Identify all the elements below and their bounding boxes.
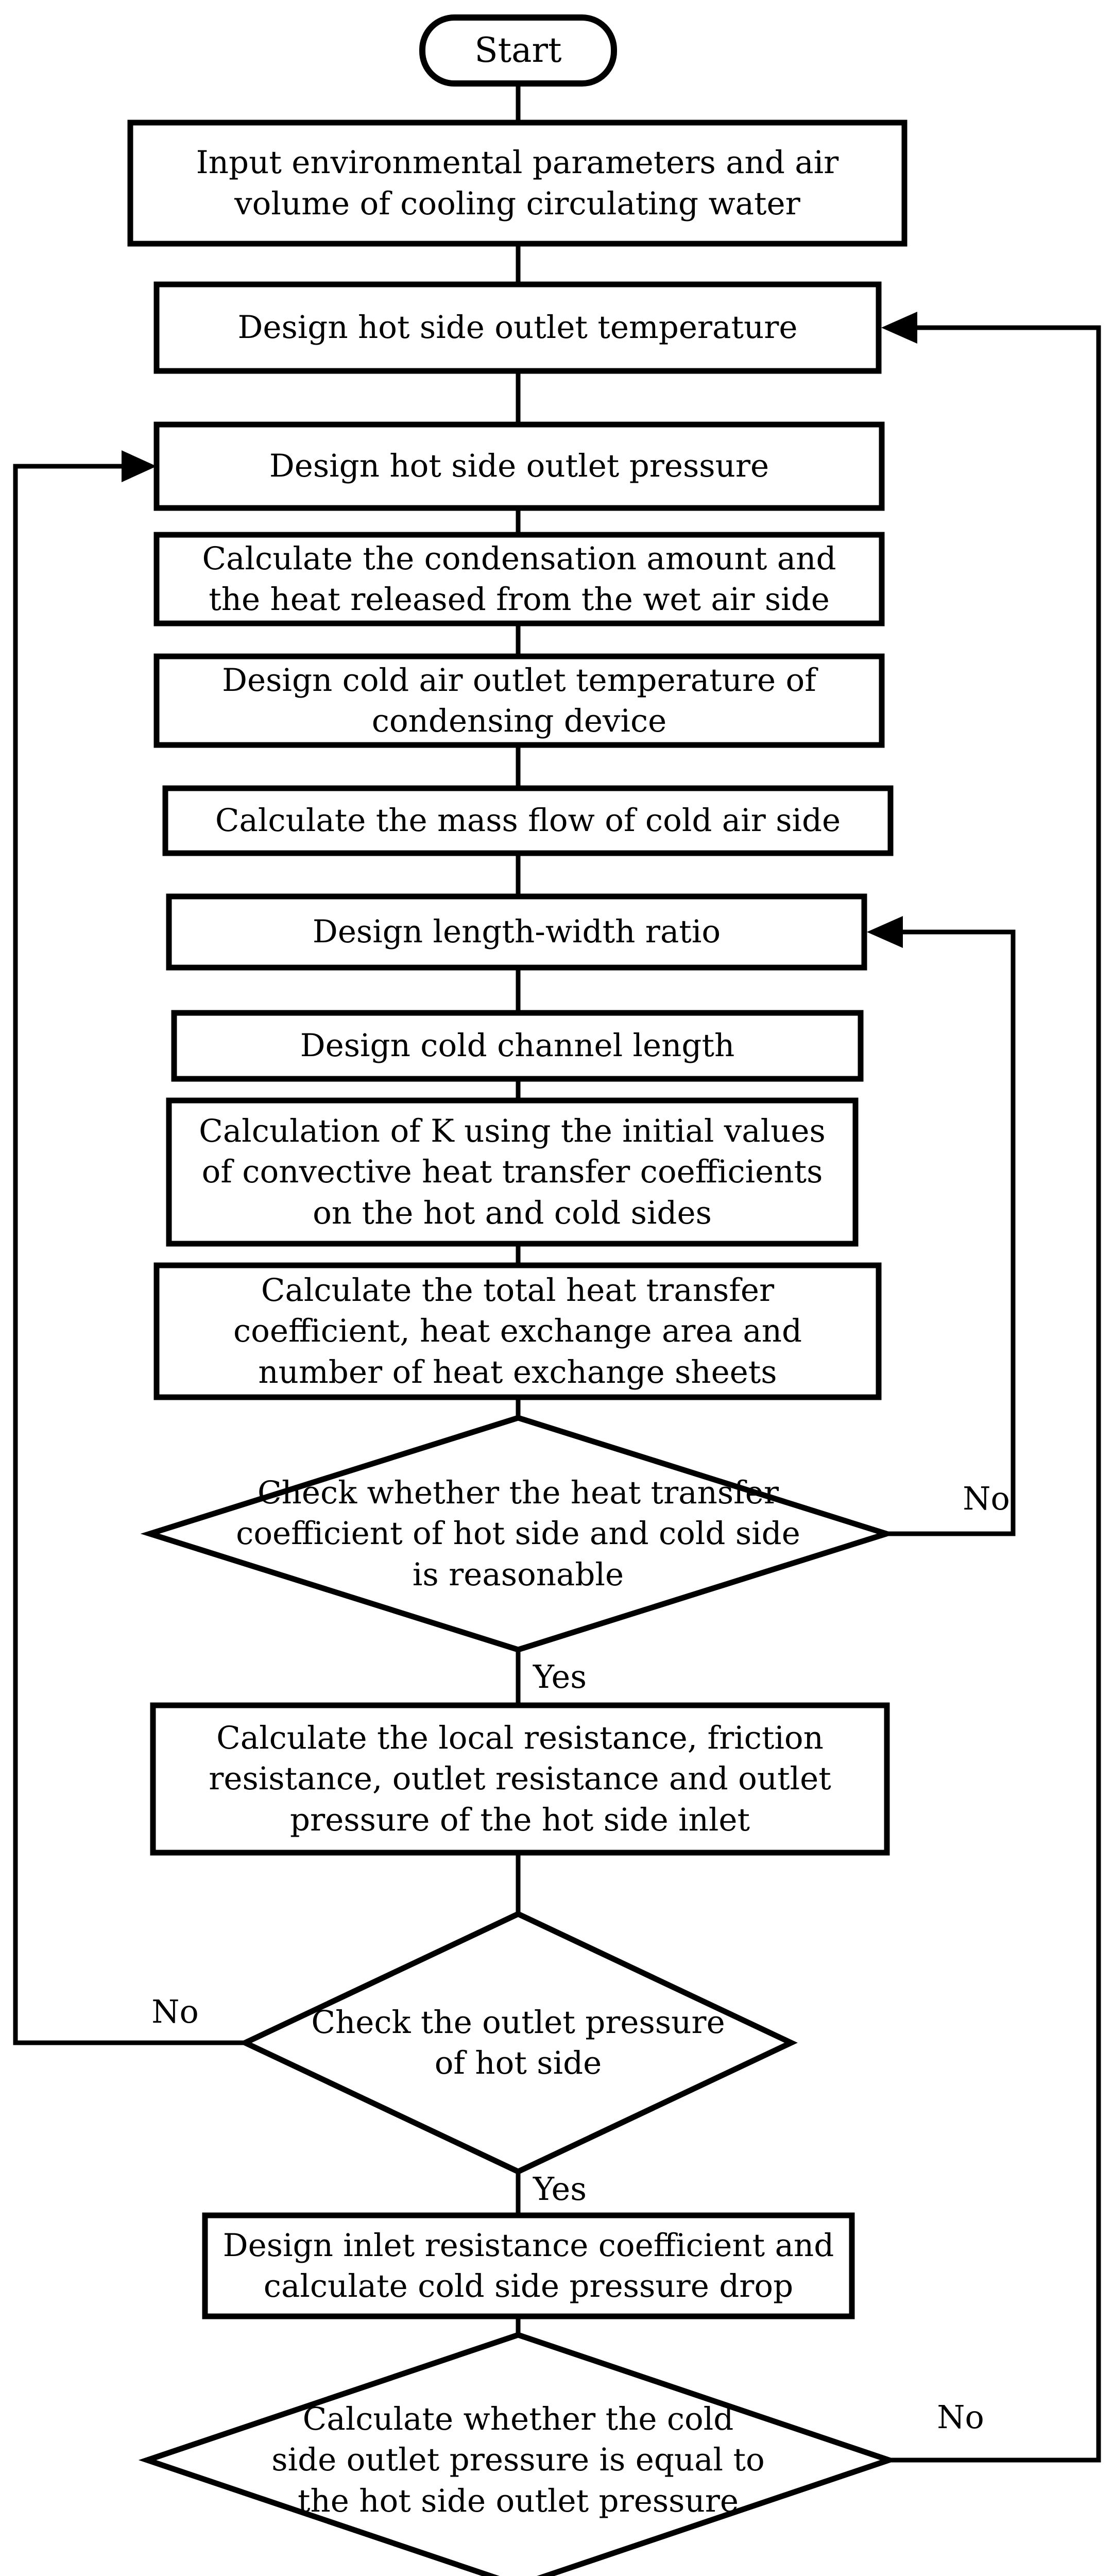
edge-label-no-heat-transfer: No <box>963 1479 1010 1517</box>
node-design-cold-air-outlet-temperature-label: Design cold air outlet temperature of co… <box>222 662 816 739</box>
start-terminator-shape <box>419 14 617 87</box>
arrowhead-into-ratio-box <box>867 916 903 948</box>
decision-check-outlet-pressure-hot-side-label: Check the outlet pressure of hot side <box>311 2004 725 2081</box>
node-calculate-condensation-label: Calculate the condensation amount and th… <box>202 540 836 618</box>
process-box-design-cold-channel-length <box>171 1010 864 1082</box>
node-calculate-mass-flow-label: Calculate the mass flow of cold air side <box>215 802 841 839</box>
node-calculate-total-heat-transfer-label: Calculate the total heat transfer coeffi… <box>233 1272 802 1391</box>
loop-decision2-no-to-pressure <box>13 464 245 2045</box>
process-box-calculate-mass-flow <box>162 785 894 856</box>
arrowhead-into-pressure-box <box>122 450 157 482</box>
start-label: Start <box>474 30 562 71</box>
node-design-inlet-resistance-coefficient-label: Design inlet resistance coefficient and … <box>222 2227 834 2304</box>
node-design-length-width-ratio-label: Design length-width ratio <box>312 913 721 951</box>
process-box-design-hot-outlet-pressure <box>153 421 885 511</box>
connector-lines <box>13 83 1101 2463</box>
process-box-design-cold-air-outlet-temperature <box>153 653 885 748</box>
decision-check-heat-transfer-coefficient-label: Check whether the heat transfer coeffici… <box>236 1475 800 1593</box>
process-box-design-inlet-resistance-coefficient <box>202 2212 855 2319</box>
node-input-parameters-label: Input environmental parameters and air v… <box>196 144 839 222</box>
edge-label-yes-outlet-pressure: Yes <box>533 2170 587 2208</box>
arrowheads <box>122 312 917 948</box>
edge-label-yes-heat-transfer: Yes <box>533 1657 587 1696</box>
decision-diamond-check-cold-side-outlet-pressure <box>138 2332 898 2576</box>
process-box-input-parameters <box>127 120 907 247</box>
node-design-hot-outlet-pressure-label: Design hot side outlet pressure <box>269 448 769 485</box>
node-shapes <box>127 14 907 2576</box>
decision-diamond-check-heat-transfer-coefficient <box>140 1415 896 1653</box>
process-box-calculation-of-k <box>166 1097 859 1247</box>
edge-label-no-outlet-pressure: No <box>151 1992 199 2030</box>
decision-diamond-check-outlet-pressure-hot-side <box>238 1910 798 2175</box>
edge-label-no-cold-side-pressure: No <box>937 2398 984 2436</box>
process-box-calculate-condensation <box>153 532 885 626</box>
node-calculation-of-k-label: Calculation of K using the initial value… <box>199 1113 826 1231</box>
arrowhead-into-temp-box <box>881 312 917 344</box>
loop-decision1-no-to-ratio <box>886 929 1016 1536</box>
process-box-calculate-resistances <box>150 1702 890 1856</box>
node-design-hot-outlet-temperature-label: Design hot side outlet temperature <box>237 309 798 346</box>
node-design-cold-channel-length-label: Design cold channel length <box>300 1027 735 1064</box>
node-calculate-resistances-label: Calculate the local resistance, friction… <box>209 1720 831 1838</box>
loop-decision3-no-to-temp <box>889 325 1101 2463</box>
process-box-design-length-width-ratio <box>166 893 867 971</box>
process-box-calculate-total-heat-transfer <box>153 1262 882 1400</box>
process-box-design-hot-outlet-temperature <box>153 281 882 374</box>
decision-check-cold-side-outlet-pressure-label: Calculate whether the cold side outlet p… <box>271 2401 765 2519</box>
